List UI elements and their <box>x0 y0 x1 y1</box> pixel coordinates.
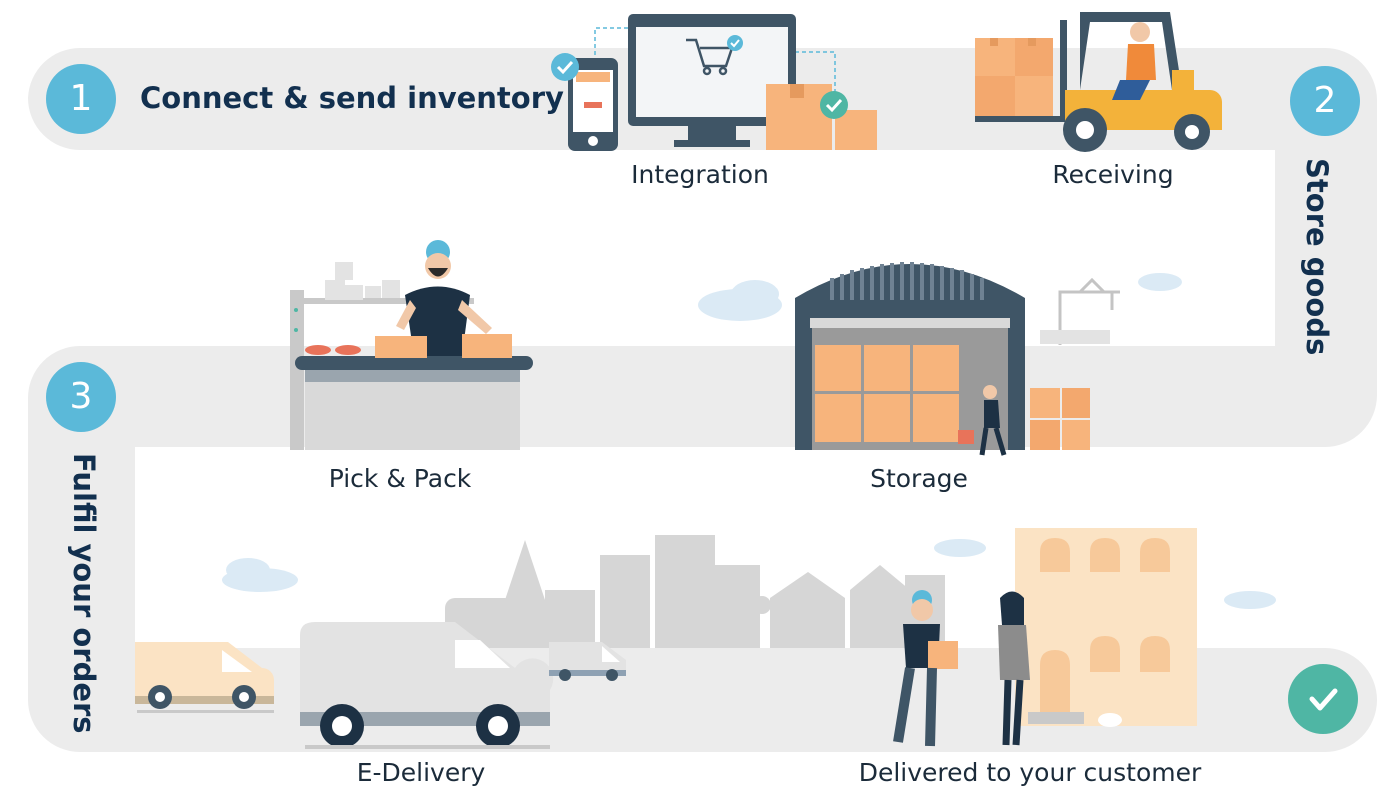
box <box>375 336 427 358</box>
storage-illustration <box>795 262 1120 456</box>
receiving-illustration <box>975 12 1222 152</box>
check-icon <box>820 91 848 119</box>
stage-label-receiving: Receiving <box>1052 160 1174 189</box>
stage-label-delivered: Delivered to your customer <box>858 758 1202 787</box>
clouds <box>222 273 1276 609</box>
cloud <box>1138 273 1182 291</box>
stage-label-storage: Storage <box>870 464 968 493</box>
cloud <box>226 558 270 582</box>
box <box>462 334 512 358</box>
process-track <box>28 47 1377 752</box>
e-delivery-illustration <box>135 622 626 749</box>
stage-label-integration: Integration <box>631 160 769 189</box>
step-1-title: Connect & send inventory <box>140 81 564 115</box>
box <box>835 110 877 150</box>
check-icon <box>551 53 579 81</box>
pick-pack-illustration <box>290 240 533 450</box>
integration-illustration <box>551 14 877 151</box>
check-icon <box>1288 664 1358 734</box>
box <box>928 641 958 669</box>
cloud <box>1224 591 1276 609</box>
check-icon <box>1309 688 1338 711</box>
step-3-title: Fulfil your orders <box>67 453 101 734</box>
cloud <box>731 280 779 308</box>
stage-label-e-delivery: E-Delivery <box>356 758 486 787</box>
step-2-title: Store goods <box>1300 158 1334 356</box>
delivered-illustration <box>893 528 1197 747</box>
cart-icon <box>686 38 734 76</box>
cloud <box>934 539 986 557</box>
step-3-badge: 3 <box>46 362 116 432</box>
step-2-badge: 2 <box>1290 66 1360 136</box>
city-skyline <box>445 535 945 648</box>
step-1-badge: 1 <box>46 64 116 134</box>
stage-label-pick-pack: Pick & Pack <box>328 464 472 493</box>
